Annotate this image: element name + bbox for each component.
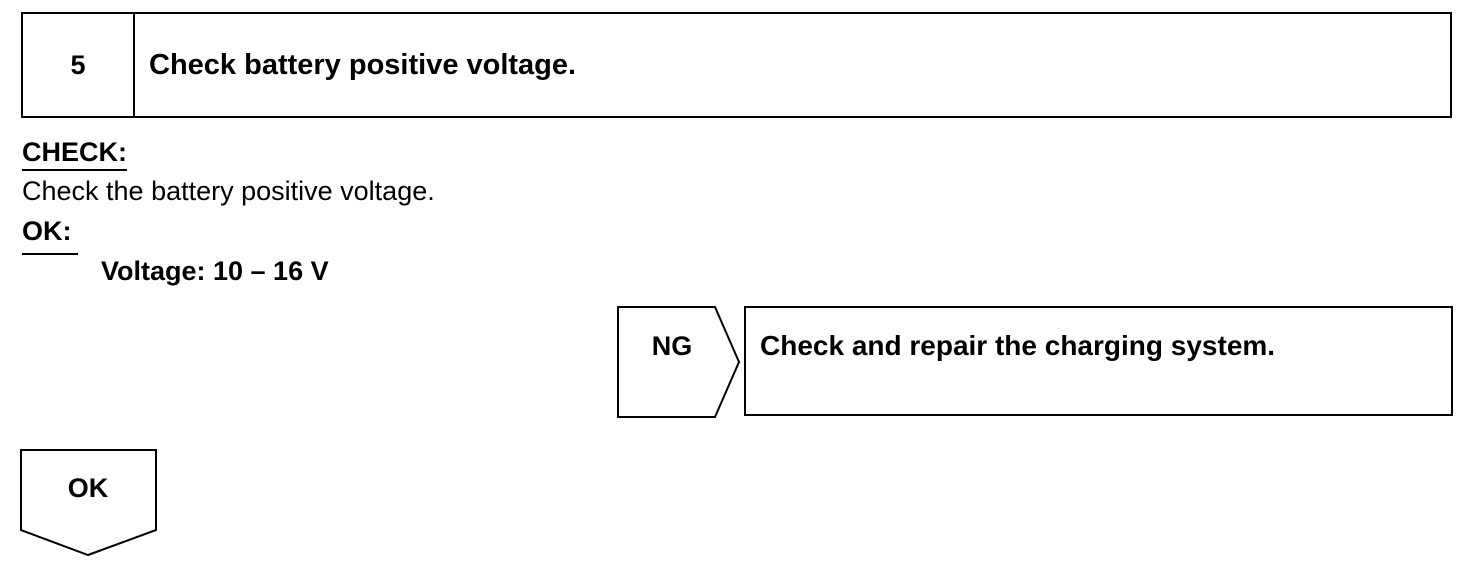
ng-branch-label: NG (651, 330, 693, 361)
ng-action-text: Check and repair the charging system. (760, 330, 1276, 361)
ok-branch-label: OK (67, 473, 109, 503)
check-instruction: Check the battery positive voltage. (22, 176, 435, 206)
ok-heading: OK: (22, 215, 78, 255)
ok-arrow-shape (20, 449, 157, 557)
step-number: 5 (23, 14, 135, 116)
step-header-box: 5 Check battery positive voltage. (21, 12, 1452, 118)
ng-arrow-shape (617, 306, 741, 418)
check-heading: CHECK: (22, 136, 127, 171)
step-title: Check battery positive voltage. (149, 48, 577, 81)
voltage-spec: Voltage: 10 – 16 V (101, 256, 329, 286)
ng-action-box: Check and repair the charging system. (744, 306, 1453, 416)
